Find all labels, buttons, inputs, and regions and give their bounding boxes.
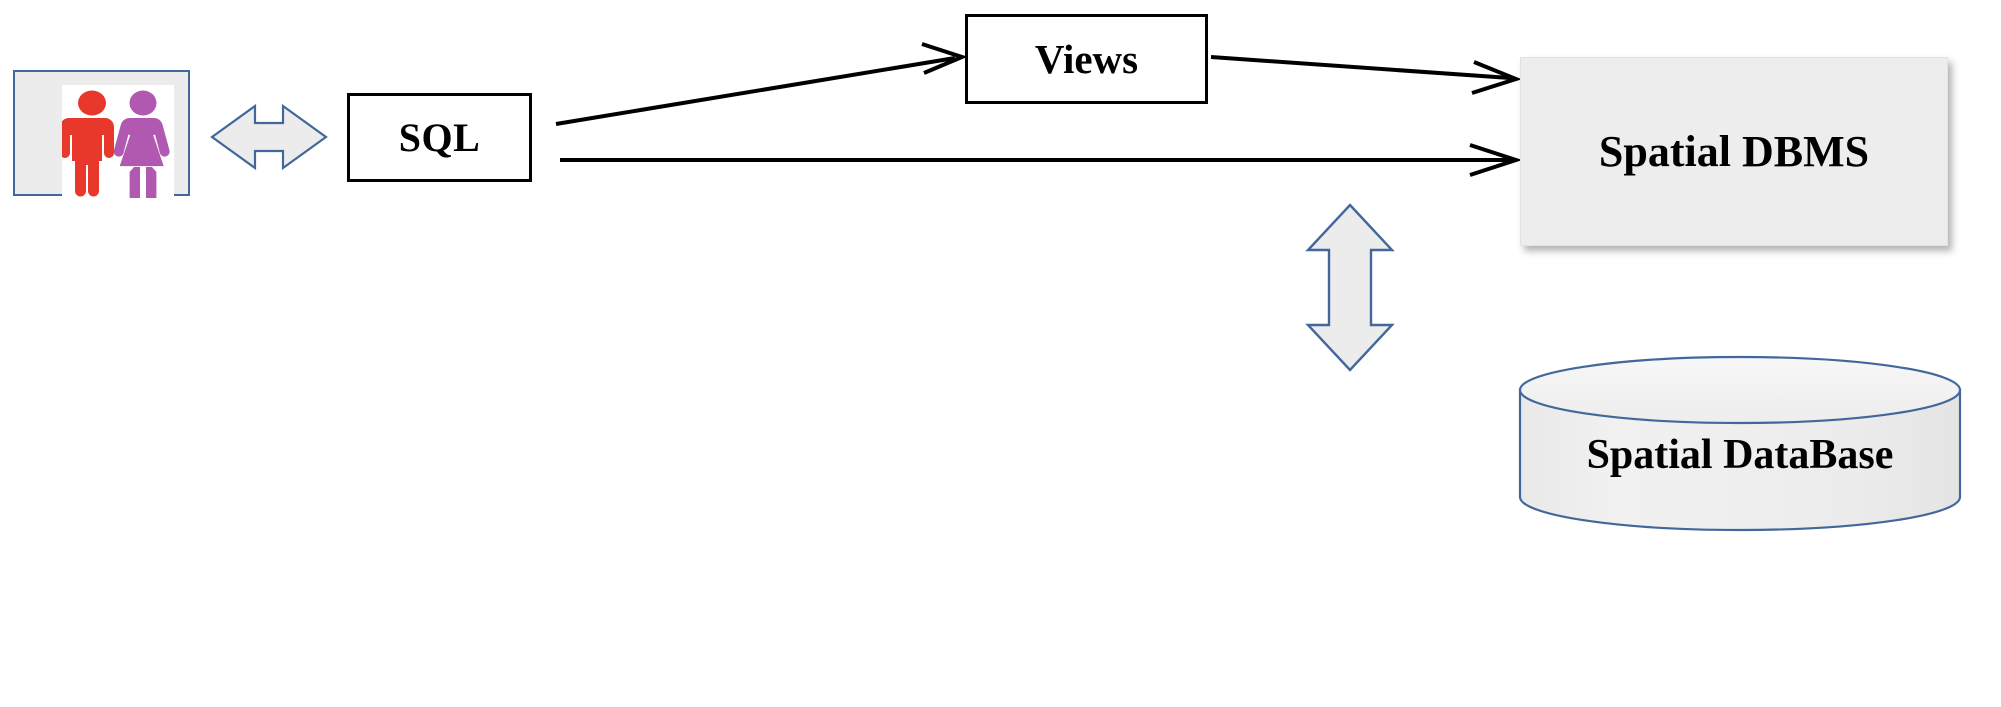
connector-sql-to-views — [555, 42, 968, 126]
people-pictogram-svg — [60, 90, 170, 204]
spatial-dbms-box[interactable] — [1520, 57, 1948, 246]
female-figure-icon — [113, 90, 170, 204]
connector-dbms-to-database — [1305, 203, 1395, 372]
database-cylinder — [1518, 355, 1962, 532]
sql-box[interactable] — [347, 93, 532, 182]
users-actor-box[interactable] — [13, 70, 190, 204]
connector-actor-to-sql — [210, 103, 328, 171]
two-people-icon — [60, 85, 174, 204]
connector-views-to-dbms — [1210, 55, 1522, 95]
connector-sql-to-dbms — [560, 143, 1523, 177]
views-box[interactable] — [965, 14, 1208, 104]
male-figure-icon — [60, 90, 114, 197]
